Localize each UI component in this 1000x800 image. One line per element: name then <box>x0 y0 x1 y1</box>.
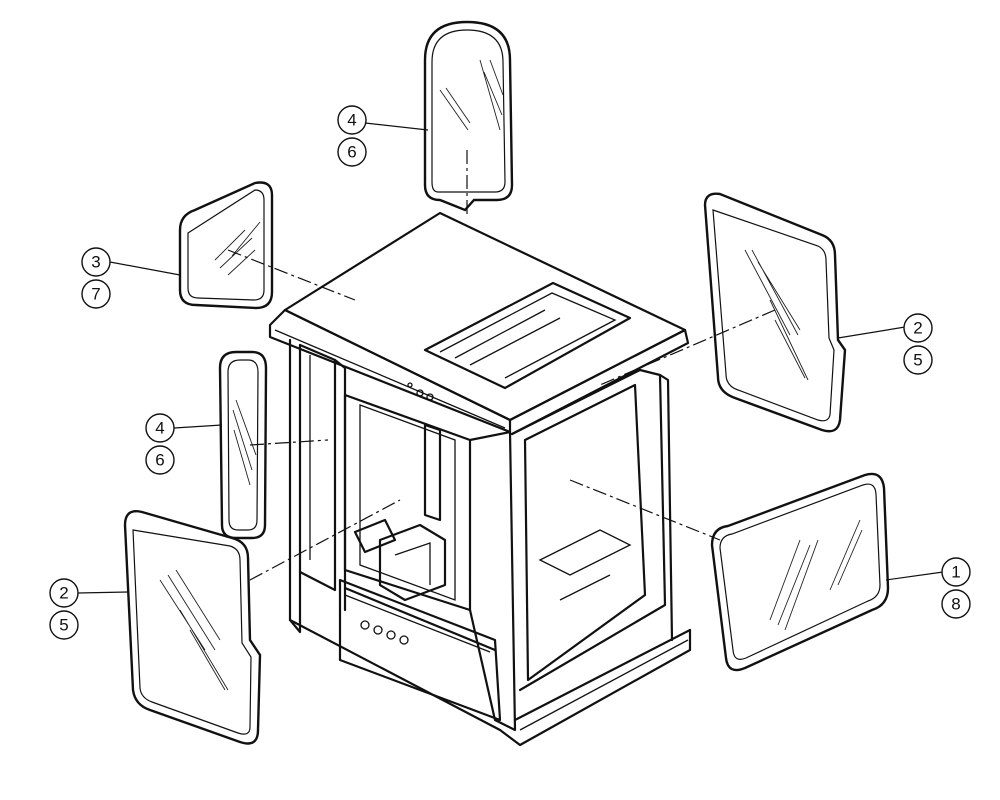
callout-lower-right-8: 8 <box>941 589 971 619</box>
svg-text:5: 5 <box>913 351 922 370</box>
cab-body <box>268 211 692 747</box>
svg-text:6: 6 <box>347 143 356 162</box>
callout-top-6: 6 <box>337 137 367 167</box>
callout-right-upper-5: 5 <box>903 345 933 375</box>
svg-text:7: 7 <box>91 285 100 304</box>
callout-lower-left-5: 5 <box>49 610 79 640</box>
callout-mid-left-6: 6 <box>145 445 175 475</box>
callout-upper-left-7: 7 <box>81 279 111 309</box>
svg-text:3: 3 <box>91 253 100 272</box>
callout-lower-right-1: 1 <box>941 557 971 587</box>
callout-top-4: 4 <box>337 105 367 135</box>
svg-text:1: 1 <box>951 563 960 582</box>
svg-text:4: 4 <box>347 111 356 130</box>
glass-right-upper-panel <box>703 192 847 433</box>
svg-text:2: 2 <box>913 319 922 338</box>
callout-mid-left-4: 4 <box>145 413 175 443</box>
svg-text:2: 2 <box>59 584 68 603</box>
glass-roof-panel <box>423 20 514 212</box>
svg-text:6: 6 <box>155 451 164 470</box>
svg-text:5: 5 <box>59 616 68 635</box>
glass-front-lower-panel <box>710 472 890 672</box>
svg-text:8: 8 <box>951 595 960 614</box>
callout-lower-left-2: 2 <box>49 578 79 608</box>
callout-upper-left-3: 3 <box>81 247 111 277</box>
glass-rear-upper-left-panel <box>178 181 274 310</box>
glass-left-door-panel <box>123 510 262 745</box>
svg-text:4: 4 <box>155 419 164 438</box>
leader-lines <box>77 122 944 594</box>
callout-right-upper-2: 2 <box>903 313 933 343</box>
